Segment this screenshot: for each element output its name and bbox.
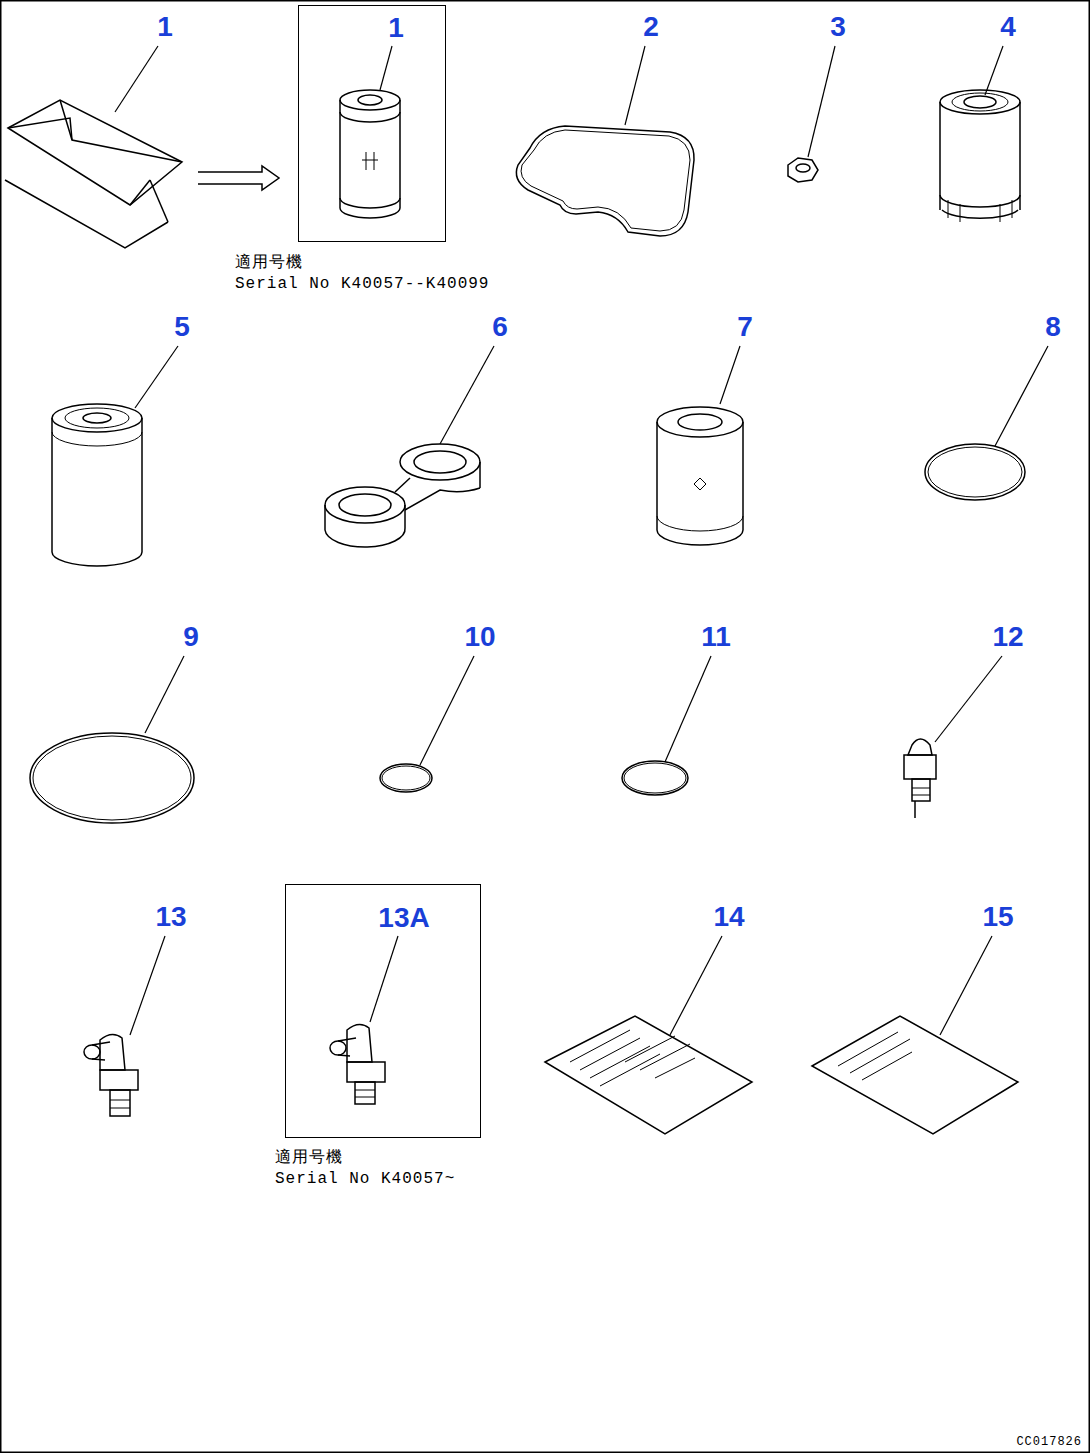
callout-number: 14 — [713, 903, 744, 931]
leader-lines — [115, 46, 1048, 1035]
o-ring — [925, 444, 1025, 500]
callout-number: 8 — [1045, 313, 1061, 341]
callout-number: 1 — [157, 13, 173, 41]
nut — [788, 158, 818, 182]
callout-number: 9 — [183, 623, 199, 651]
filter-element — [657, 407, 743, 545]
callout-number: 15 — [982, 903, 1013, 931]
filter-element — [340, 90, 400, 218]
banjo-link — [325, 444, 480, 547]
instruction-sheet — [812, 1016, 1018, 1134]
spin-on-filter — [52, 404, 142, 566]
serial-note: 適用号機 — [275, 1149, 343, 1168]
callout-number: 11 — [701, 623, 731, 651]
callout-number: 3 — [830, 13, 846, 41]
serial-note: 適用号機 — [235, 254, 303, 273]
callout-number: 12 — [992, 623, 1023, 651]
callout-number: 7 — [737, 313, 753, 341]
variant-box: 13A適用号機Serial No K40057~ — [285, 884, 481, 1138]
instruction-sheet — [545, 1016, 752, 1134]
arrow — [198, 166, 279, 190]
callout-number: 6 — [492, 313, 508, 341]
callout-number: 13A — [378, 904, 429, 932]
serial-note: Serial No K40057--K40099 — [235, 275, 489, 294]
serial-note: Serial No K40057~ — [275, 1170, 455, 1189]
gasket — [516, 126, 694, 236]
grease-fitting — [904, 739, 936, 818]
elbow-fitting — [330, 1024, 385, 1104]
callout-number: 1 — [388, 14, 404, 42]
o-ring — [380, 764, 432, 792]
variant-box: 1適用号機Serial No K40057--K40099 — [298, 5, 446, 242]
elbow-fitting — [84, 1034, 138, 1116]
callout-number: 5 — [174, 313, 190, 341]
o-ring — [30, 733, 194, 823]
spin-on-filter — [940, 90, 1020, 222]
o-ring — [622, 761, 688, 795]
callout-number: 13 — [155, 903, 186, 931]
filter-envelope — [5, 100, 182, 248]
drawing-code: CC017826 — [1016, 1435, 1082, 1449]
callout-number: 4 — [1000, 13, 1016, 41]
callout-number: 10 — [464, 623, 495, 651]
callout-number: 2 — [643, 13, 659, 41]
